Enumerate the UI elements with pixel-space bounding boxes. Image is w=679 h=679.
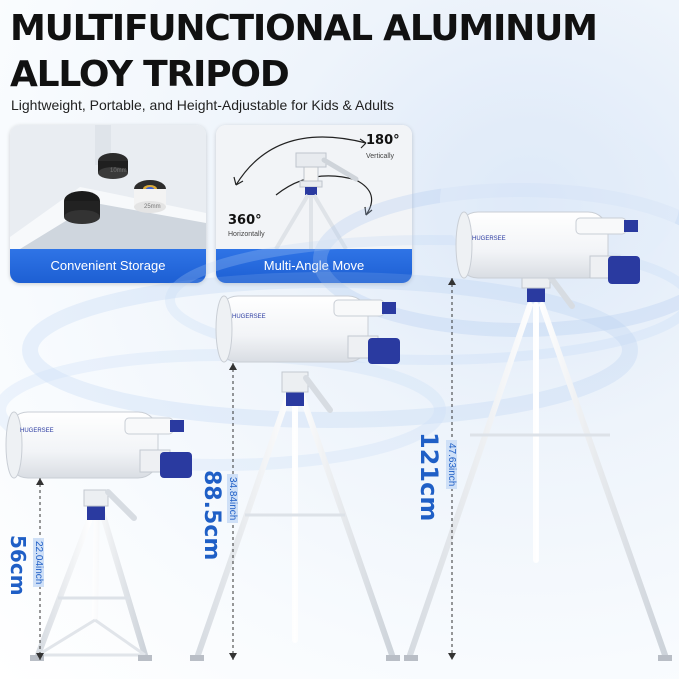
vertical-angle: 180° <box>366 133 400 148</box>
brand-logo-medium: HUGERSEE <box>232 314 266 320</box>
height-small-inch: 22.04inch <box>33 538 44 588</box>
height-medium-inch: 34.84inch <box>227 474 238 524</box>
eyepiece-label-10mm: 10mm <box>110 168 127 174</box>
height-large-inch: 47.63inch <box>446 440 457 490</box>
height-large-cm: 121cm <box>415 432 443 522</box>
vertical-label: Vertically <box>366 153 395 160</box>
telescope-large: HUGERSEE <box>404 211 672 661</box>
feature-card-storage: 10mm 25mm Convenient Storage <box>10 125 206 283</box>
page-title: MULTIFUNCTIONAL ALUMINUM ALLOY TRIPOD <box>10 8 598 95</box>
height-small-cm: 56cm <box>6 535 30 596</box>
eyepiece-label-25mm: 25mm <box>144 204 161 210</box>
mount-rotation-illustration <box>216 125 412 249</box>
horizontal-angle: 360° <box>228 213 262 228</box>
storage-tray-illustration: 10mm 25mm <box>10 125 206 249</box>
height-medium-cm: 88.5cm <box>199 470 224 561</box>
feature-card-multi-angle: 180° Vertically 360° Horizontally Multi-… <box>216 125 412 283</box>
page-subtitle: Lightweight, Portable, and Height-Adjust… <box>11 97 394 113</box>
brand-logo-small: HUGERSEE <box>20 428 54 434</box>
vertical-arc <box>235 136 367 186</box>
horizontal-label: Horizontally <box>228 231 265 238</box>
brand-logo-large: HUGERSEE <box>472 236 506 242</box>
storage-caption: Convenient Storage <box>10 249 206 283</box>
multi-angle-caption: Multi-Angle Move <box>216 249 412 283</box>
dimension-lines <box>39 278 453 660</box>
telescope-small: HUGERSEE <box>5 411 192 661</box>
